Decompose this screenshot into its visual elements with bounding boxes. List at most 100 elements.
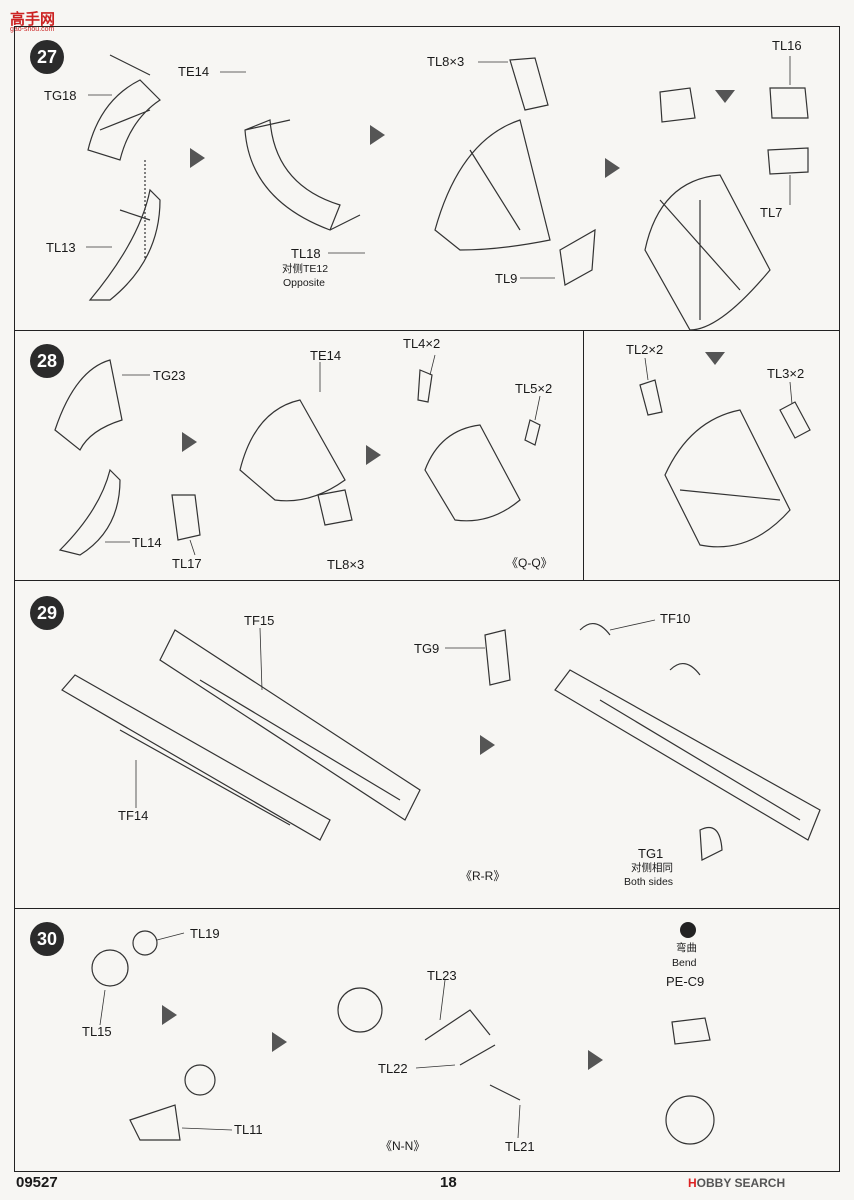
brand-prefix: H [688, 1176, 697, 1190]
subassembly-28b-drawing [424, 424, 521, 522]
part-tf14-drawing [61, 674, 331, 841]
label-tl8x3: TL8×3 [427, 54, 465, 69]
part-tl13-drawing [88, 188, 161, 301]
bend-icon [680, 922, 696, 938]
label-tl9: TL9 [495, 271, 518, 286]
label-tl19: TL19 [190, 926, 220, 941]
label-tl18-note-cn: 对侧TE12 [282, 263, 329, 275]
divider-28-box [583, 330, 584, 580]
watermark-text: 高手网 [10, 10, 56, 28]
part-tl23-drawing [424, 1009, 491, 1041]
watermark-url: gao-shou.com [10, 26, 55, 33]
label-tl2x2: TL2×2 [626, 342, 664, 357]
step-arrow [605, 158, 620, 178]
label-tf15: TF15 [244, 613, 275, 628]
label-tl16: TL16 [772, 38, 802, 53]
label-pe-c9: PE-C9 [666, 974, 705, 989]
part-tl16-drawing [769, 87, 809, 119]
part-tl8-drawing [509, 57, 549, 111]
label-tf10: TF10 [660, 611, 691, 626]
subassembly-27a-drawing [244, 119, 361, 231]
step-arrow [480, 735, 495, 755]
label-tl5x2: TL5×2 [515, 381, 553, 396]
part-tl11-dome-drawing [184, 1064, 216, 1096]
label-tg18: TG18 [44, 88, 77, 103]
label-tl14: TL14 [132, 535, 162, 550]
step-arrow [715, 90, 735, 103]
divider-28-29 [14, 580, 840, 581]
label-tl18-note-en: Opposite [283, 277, 326, 289]
part-tl19-drawing [132, 930, 158, 956]
part-tl14-drawing [58, 468, 121, 556]
label-tl8x3-28: TL8×3 [327, 557, 365, 572]
label-tl17: TL17 [172, 556, 202, 571]
part-tl-bracket-drawing [659, 87, 696, 123]
subassembly-28a-drawing [239, 399, 346, 502]
watermark-logo: 高手网 gao-shou.com [4, 4, 74, 33]
label-tl15: TL15 [82, 1024, 112, 1039]
label-tl11: TL11 [234, 1122, 263, 1137]
bend-label-en: Bend [672, 957, 697, 969]
part-tl17-drawing [171, 494, 201, 541]
step-arrow [588, 1050, 603, 1070]
page-number: 18 [440, 1174, 457, 1191]
part-tl7-drawing [767, 147, 809, 175]
page-frame [14, 26, 840, 1172]
part-tl22-drawing [459, 1044, 496, 1066]
step-arrow [162, 1005, 177, 1025]
view-label-n-n: 《N-N》 [380, 1139, 426, 1153]
kit-code: 09527 [16, 1174, 58, 1191]
part-tl5-drawing [524, 419, 541, 446]
step-29-badge: 29 [30, 596, 64, 630]
label-te14: TE14 [178, 64, 210, 79]
hobby-search-watermark: HOBBY SEARCH [688, 1176, 785, 1190]
label-tl7: TL7 [760, 205, 783, 220]
label-te14-28: TE14 [310, 348, 342, 363]
part-pe-c9-drawing [671, 1017, 711, 1045]
part-tf10-drawing [579, 623, 701, 676]
part-tl4-drawing [417, 369, 433, 403]
part-tl9-drawing [559, 228, 596, 286]
step-arrow [705, 352, 725, 365]
label-tl4x2: TL4×2 [403, 336, 441, 351]
label-tg1-note-cn: 对侧相同 [631, 862, 673, 874]
subassembly-28c-drawing [664, 409, 791, 548]
step-arrow [182, 432, 197, 452]
part-tl8-28-drawing [317, 489, 353, 526]
label-tl18: TL18 [291, 246, 321, 261]
part-tg9-drawing [484, 629, 511, 686]
step-arrow [370, 125, 385, 145]
bend-label-cn: 弯曲 [676, 942, 697, 954]
label-tf14: TF14 [118, 808, 149, 823]
assembly-30-drawing [665, 1095, 715, 1145]
label-tl3x2: TL3×2 [767, 366, 805, 381]
view-label-r-r: 《R-R》 [460, 869, 506, 883]
label-tl23: TL23 [427, 968, 457, 983]
part-tl11-drawing [129, 1104, 181, 1141]
divider-27-28 [14, 330, 840, 331]
step-28-badge: 28 [30, 344, 64, 378]
subassembly-27c-drawing [644, 174, 771, 331]
step-27-badge: 27 [30, 40, 64, 74]
label-tg23: TG23 [153, 368, 186, 383]
subassembly-27b-drawing [434, 119, 551, 251]
part-tl15-drawing [91, 949, 129, 987]
view-label-q-q: 《Q-Q》 [506, 556, 553, 570]
part-tg23-drawing [54, 359, 123, 451]
part-tl3-drawing [779, 401, 811, 439]
label-tl21: TL21 [505, 1139, 535, 1154]
part-tl21-drawing [489, 1084, 521, 1101]
label-tl13: TL13 [46, 240, 76, 255]
subassembly-30a-drawing [337, 987, 383, 1033]
step-30-badge: 30 [30, 922, 64, 956]
step-arrow [366, 445, 381, 465]
part-tg18-drawing [87, 54, 161, 161]
label-tg9: TG9 [414, 641, 440, 656]
part-tf15-drawing [159, 629, 421, 821]
label-tg1-note-en: Both sides [624, 876, 674, 888]
part-tl2-drawing [639, 379, 663, 416]
assembly-29-drawing [554, 669, 821, 841]
divider-29-30 [14, 908, 840, 909]
